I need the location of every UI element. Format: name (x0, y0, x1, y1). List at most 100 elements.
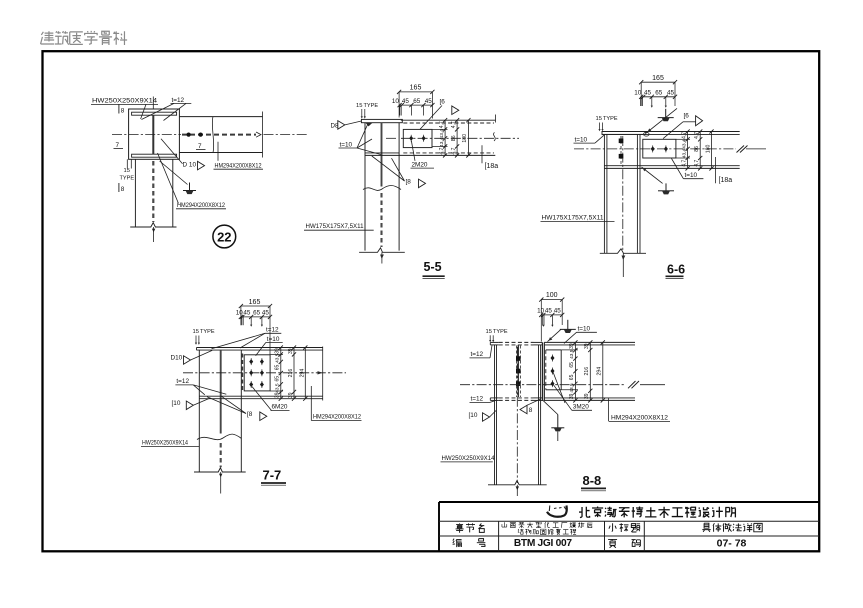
svg-text:43,4: 43,4 (439, 137, 445, 147)
svg-text:8-8: 8-8 (583, 473, 602, 488)
svg-text:D 10: D 10 (183, 161, 197, 168)
svg-text:39: 39 (275, 392, 281, 398)
svg-text:5-5: 5-5 (424, 260, 442, 274)
svg-text:8: 8 (121, 186, 125, 193)
svg-text:294: 294 (299, 369, 305, 378)
svg-text:216: 216 (584, 367, 590, 376)
svg-text:180: 180 (706, 144, 712, 153)
svg-text:[10: [10 (172, 400, 181, 407)
svg-text:6M20: 6M20 (272, 404, 288, 411)
svg-text:4,7: 4,7 (682, 160, 688, 167)
svg-text:HW250X250X9X14: HW250X250X9X14 (442, 455, 495, 462)
svg-text:15: 15 (124, 168, 130, 174)
svg-text:t=12: t=12 (471, 396, 484, 403)
svg-text:4,7: 4,7 (439, 121, 445, 128)
svg-text:HW175X175X7,5X11: HW175X175X7,5X11 (306, 223, 364, 230)
svg-text:15: 15 (193, 329, 199, 335)
svg-text:65: 65 (569, 362, 575, 368)
svg-text:180: 180 (462, 134, 468, 143)
svg-text:4,7: 4,7 (694, 132, 700, 139)
svg-text:39: 39 (275, 348, 281, 354)
svg-text:39: 39 (288, 392, 294, 398)
svg-text:[6: [6 (684, 112, 690, 119)
svg-text:3M20: 3M20 (573, 403, 589, 410)
svg-text:8: 8 (121, 108, 125, 115)
svg-text:TYPE: TYPE (603, 116, 618, 122)
svg-text:65: 65 (655, 89, 663, 96)
svg-text:45: 45 (262, 310, 270, 317)
svg-text:[18a: [18a (719, 177, 733, 184)
svg-text:10: 10 (537, 308, 545, 315)
svg-text:65: 65 (413, 98, 421, 105)
svg-text:43,4: 43,4 (439, 129, 445, 139)
svg-text:t=10: t=10 (575, 136, 588, 143)
svg-text:10: 10 (634, 89, 642, 96)
svg-text:4,7: 4,7 (451, 147, 457, 154)
svg-text:6-6: 6-6 (667, 262, 685, 276)
svg-text:39: 39 (288, 348, 294, 354)
svg-text:7-7: 7-7 (263, 468, 282, 483)
svg-text:HM294X200X8X12: HM294X200X8X12 (215, 162, 262, 169)
svg-text:7: 7 (198, 143, 202, 150)
svg-text:HW250X250X9X14: HW250X250X9X14 (92, 98, 158, 105)
svg-text:216: 216 (288, 369, 294, 378)
svg-text:4,7: 4,7 (694, 160, 700, 167)
svg-text:t=12: t=12 (176, 378, 189, 385)
svg-text:HW250X250X9X14: HW250X250X9X14 (142, 439, 188, 446)
svg-text:t=12: t=12 (266, 327, 279, 334)
svg-text:8: 8 (529, 407, 533, 414)
svg-text:4,7: 4,7 (682, 132, 688, 139)
svg-text:15: 15 (356, 103, 362, 109)
svg-text:HM294X200X8X12: HM294X200X8X12 (177, 202, 225, 209)
svg-text:HM294X200X8X12: HM294X200X8X12 (313, 413, 361, 420)
svg-text:BTM JGI 007: BTM JGI 007 (514, 538, 572, 549)
svg-text:10: 10 (236, 310, 244, 317)
svg-text:45: 45 (402, 98, 410, 105)
svg-text:t=10: t=10 (685, 172, 698, 179)
svg-text:2M20: 2M20 (412, 161, 428, 168)
svg-text:[10: [10 (469, 412, 478, 419)
svg-text:[8: [8 (247, 411, 253, 418)
svg-text:TYPE: TYPE (120, 176, 135, 182)
svg-text:45: 45 (545, 308, 553, 315)
svg-text:45: 45 (554, 308, 562, 315)
svg-text:39: 39 (569, 393, 575, 399)
svg-text:[18a: [18a (485, 163, 499, 170)
svg-text:t=12: t=12 (172, 97, 185, 104)
svg-text:45: 45 (425, 98, 433, 105)
svg-text:D10: D10 (171, 354, 183, 361)
svg-text:43,5: 43,5 (275, 383, 281, 393)
svg-text:86: 86 (451, 135, 457, 141)
svg-text:86: 86 (694, 146, 700, 152)
svg-text:t=12: t=12 (471, 351, 484, 358)
svg-text:43,4: 43,4 (682, 149, 688, 159)
svg-text:43,5: 43,5 (569, 383, 575, 393)
svg-text:TYPE: TYPE (200, 329, 215, 335)
svg-text:07- 78: 07- 78 (717, 538, 747, 550)
svg-text:t=10: t=10 (267, 336, 280, 343)
svg-text:45: 45 (243, 310, 251, 317)
svg-text:45: 45 (644, 89, 652, 96)
svg-text:100: 100 (546, 292, 558, 299)
svg-text:15: 15 (596, 116, 602, 122)
svg-text:HW175X175X7,5X11: HW175X175X7,5X11 (542, 214, 604, 221)
svg-text:65: 65 (253, 310, 261, 317)
svg-text:43,5: 43,5 (275, 353, 281, 363)
svg-text:45: 45 (667, 89, 675, 96)
svg-text:TYPE: TYPE (364, 103, 379, 109)
svg-text:[6: [6 (440, 98, 446, 105)
svg-text:t=10: t=10 (578, 326, 591, 333)
svg-text:t=10: t=10 (340, 141, 353, 148)
svg-text:39: 39 (584, 343, 590, 349)
svg-text:TYPE: TYPE (493, 329, 508, 335)
svg-text:39: 39 (569, 343, 575, 349)
svg-text:15: 15 (486, 329, 492, 335)
svg-text:43,4: 43,4 (682, 139, 688, 149)
svg-text:65: 65 (275, 365, 281, 371)
svg-text:43,5: 43,5 (569, 349, 575, 359)
svg-text:165: 165 (410, 85, 422, 92)
svg-text:65: 65 (569, 374, 575, 380)
svg-text:165: 165 (249, 299, 261, 306)
svg-text:165: 165 (652, 75, 664, 82)
svg-text:65: 65 (275, 376, 281, 382)
